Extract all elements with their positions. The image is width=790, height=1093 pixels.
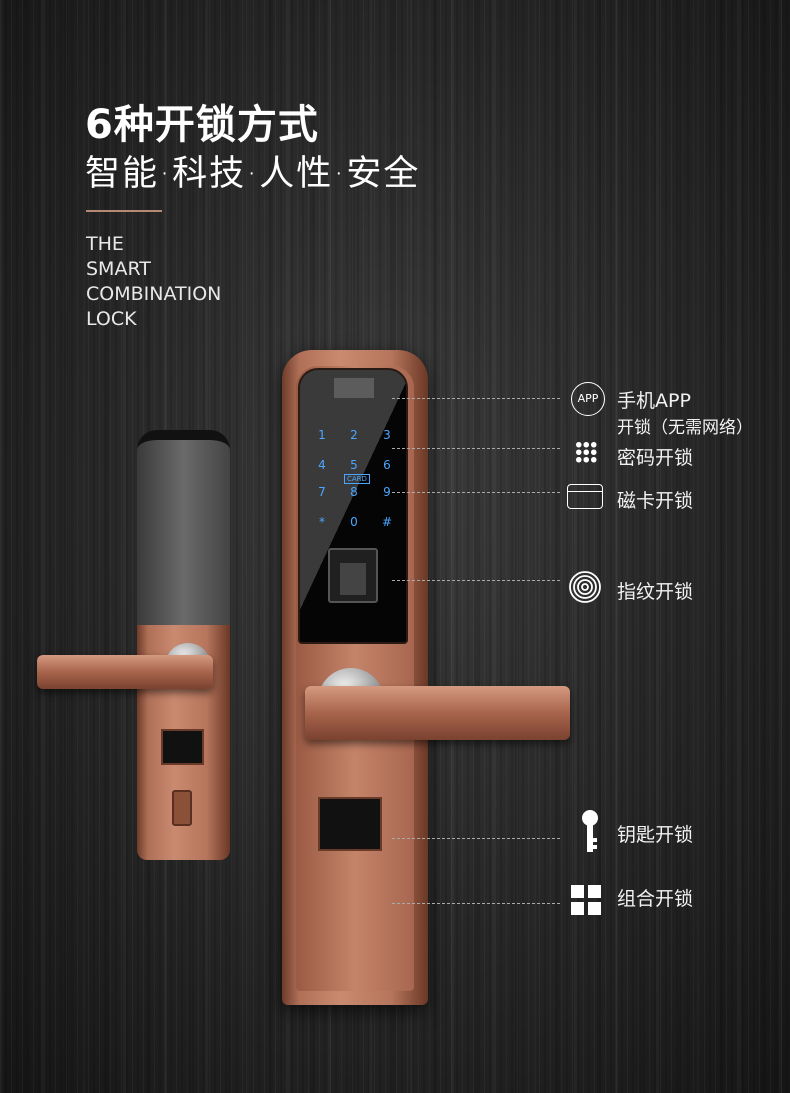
feature-label: 密码开锁 <box>617 447 694 469</box>
back-lock-top <box>137 430 230 630</box>
keypad-key: 3 <box>383 428 391 442</box>
keypad-key: 8 <box>350 485 358 499</box>
feature-label: 磁卡开锁 <box>617 490 694 512</box>
feature-label: 指纹开锁 <box>617 581 694 603</box>
feature-label: 钥匙开锁 <box>617 824 694 846</box>
feature-label: 手机APP <box>617 390 691 412</box>
leader-line <box>392 398 560 399</box>
keypad-icon <box>575 441 597 463</box>
back-lock-window <box>161 729 204 765</box>
leader-line <box>392 492 560 493</box>
divider <box>86 210 162 212</box>
page-subtitle: 智能·科技·人性·安全 <box>85 154 421 194</box>
keypad-key: 7 <box>318 485 326 499</box>
keypad-key: 0 <box>350 515 358 529</box>
fingerprint-sensor <box>340 563 366 595</box>
caption-line: SMART <box>86 258 151 280</box>
card-icon <box>567 484 603 509</box>
leader-line <box>392 448 560 449</box>
thumb-turn <box>172 790 192 826</box>
keypad-key: 4 <box>318 458 326 472</box>
keypad-key: 1 <box>318 428 326 442</box>
caption-line: THE <box>86 233 124 255</box>
keypad-key: 2 <box>350 428 358 442</box>
leader-line <box>392 903 560 904</box>
card-stripe <box>568 491 602 492</box>
fingerprint-icon <box>568 570 602 604</box>
caption-line: LOCK <box>86 308 137 330</box>
feature-label: 组合开锁 <box>617 888 694 910</box>
app-icon: APP <box>571 382 605 416</box>
leader-line <box>392 580 560 581</box>
key-cylinder-cover <box>318 797 382 851</box>
page-title: 6种开锁方式 <box>85 102 319 148</box>
keypad-key: 6 <box>383 458 391 472</box>
leader-line <box>392 838 560 839</box>
feature-sublabel: 开锁（无需网络） <box>617 418 753 438</box>
camera-sensor <box>334 378 374 398</box>
main-handle <box>305 686 570 740</box>
combination-icon <box>571 885 601 915</box>
english-caption: THE SMART COMBINATION LOCK <box>86 232 221 332</box>
keypad-key: 9 <box>383 485 391 499</box>
back-lock-handle <box>37 655 213 689</box>
keypad-key: 5 <box>350 458 358 472</box>
key-icon <box>580 808 600 856</box>
keypad-key: * <box>319 515 325 529</box>
caption-line: COMBINATION <box>86 283 222 305</box>
keypad-key: # <box>381 515 393 529</box>
card-reader-label: CARD <box>344 474 370 484</box>
